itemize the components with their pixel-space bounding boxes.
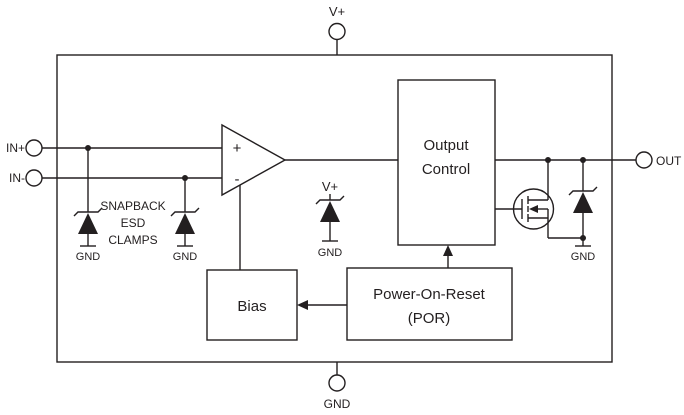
bias-block: Bias bbox=[206, 269, 298, 341]
por-block: Power-On-Reset (POR) bbox=[346, 267, 513, 341]
pin-circle-icon bbox=[328, 374, 346, 392]
output-control-label-line2: Control bbox=[422, 161, 470, 178]
por-to-bias-arrow bbox=[297, 300, 347, 310]
output-mosfet-symbol bbox=[495, 160, 583, 239]
pin-circle-icon bbox=[25, 139, 43, 157]
bias-box bbox=[206, 269, 298, 341]
output-control-box bbox=[397, 79, 496, 246]
por-label-line1: Power-On-Reset bbox=[373, 286, 486, 303]
pin-circle-icon bbox=[25, 169, 43, 187]
zener-cathode-bar-icon bbox=[315, 195, 345, 205]
mosfet-body-arrow-icon bbox=[529, 205, 538, 213]
annotation-line: ESD bbox=[121, 216, 146, 230]
snapback-esd-annotation: SNAPBACK ESD CLAMPS bbox=[100, 199, 165, 247]
output-wire: OUT bbox=[495, 151, 682, 169]
output-control-block: Output Control bbox=[397, 79, 496, 246]
comparator-plus-input: + bbox=[233, 140, 242, 157]
diode-triangle-icon bbox=[78, 213, 98, 234]
pin-label-in-minus: IN- bbox=[9, 171, 25, 185]
esd-clamp-diode-right: GND bbox=[170, 178, 200, 263]
annotation-line: CLAMPS bbox=[108, 233, 157, 247]
pin-label-in-plus: IN+ bbox=[6, 141, 25, 155]
gnd-label: GND bbox=[173, 251, 198, 263]
comparator-symbol: + - bbox=[221, 123, 287, 197]
internal-vplus-label: V+ bbox=[322, 179, 338, 194]
diode-triangle-icon bbox=[573, 192, 593, 213]
pin-in-minus: IN- bbox=[9, 169, 222, 187]
arrowhead-up-icon bbox=[443, 245, 453, 256]
pin-label-vplus: V+ bbox=[329, 4, 345, 19]
por-box bbox=[346, 267, 513, 341]
zener-cathode-bar-icon bbox=[170, 207, 200, 217]
zener-cathode-bar-icon bbox=[73, 207, 103, 217]
output-clamp-diode: GND bbox=[568, 160, 598, 263]
por-label-line2: (POR) bbox=[408, 310, 451, 327]
output-control-label-line1: Output bbox=[423, 137, 469, 154]
gnd-label: GND bbox=[76, 251, 101, 263]
diode-triangle-icon bbox=[175, 213, 195, 234]
internal-vplus-clamp: V+ GND bbox=[315, 179, 345, 259]
pin-gnd-bottom: GND bbox=[324, 362, 351, 411]
pin-in-plus: IN+ bbox=[6, 139, 222, 157]
annotation-line: SNAPBACK bbox=[100, 199, 165, 213]
arrowhead-left-icon bbox=[297, 300, 308, 310]
diode-triangle-icon bbox=[320, 201, 340, 222]
pin-label-gnd: GND bbox=[324, 397, 351, 411]
comparator-minus-input: - bbox=[235, 171, 240, 188]
pin-label-out: OUT bbox=[656, 154, 682, 168]
junction-dot-icon bbox=[580, 235, 586, 241]
bias-label: Bias bbox=[237, 298, 266, 315]
gnd-label: GND bbox=[318, 247, 343, 259]
pin-vplus-top: V+ bbox=[328, 4, 346, 55]
gnd-label: GND bbox=[571, 251, 596, 263]
comparator-triangle-icon bbox=[221, 123, 287, 197]
por-to-output-control-arrow bbox=[443, 245, 453, 268]
esd-clamp-diode-left: GND bbox=[73, 148, 103, 263]
zener-cathode-bar-icon bbox=[568, 186, 598, 196]
pin-circle-icon bbox=[635, 151, 653, 169]
pin-circle-icon bbox=[328, 22, 346, 41]
